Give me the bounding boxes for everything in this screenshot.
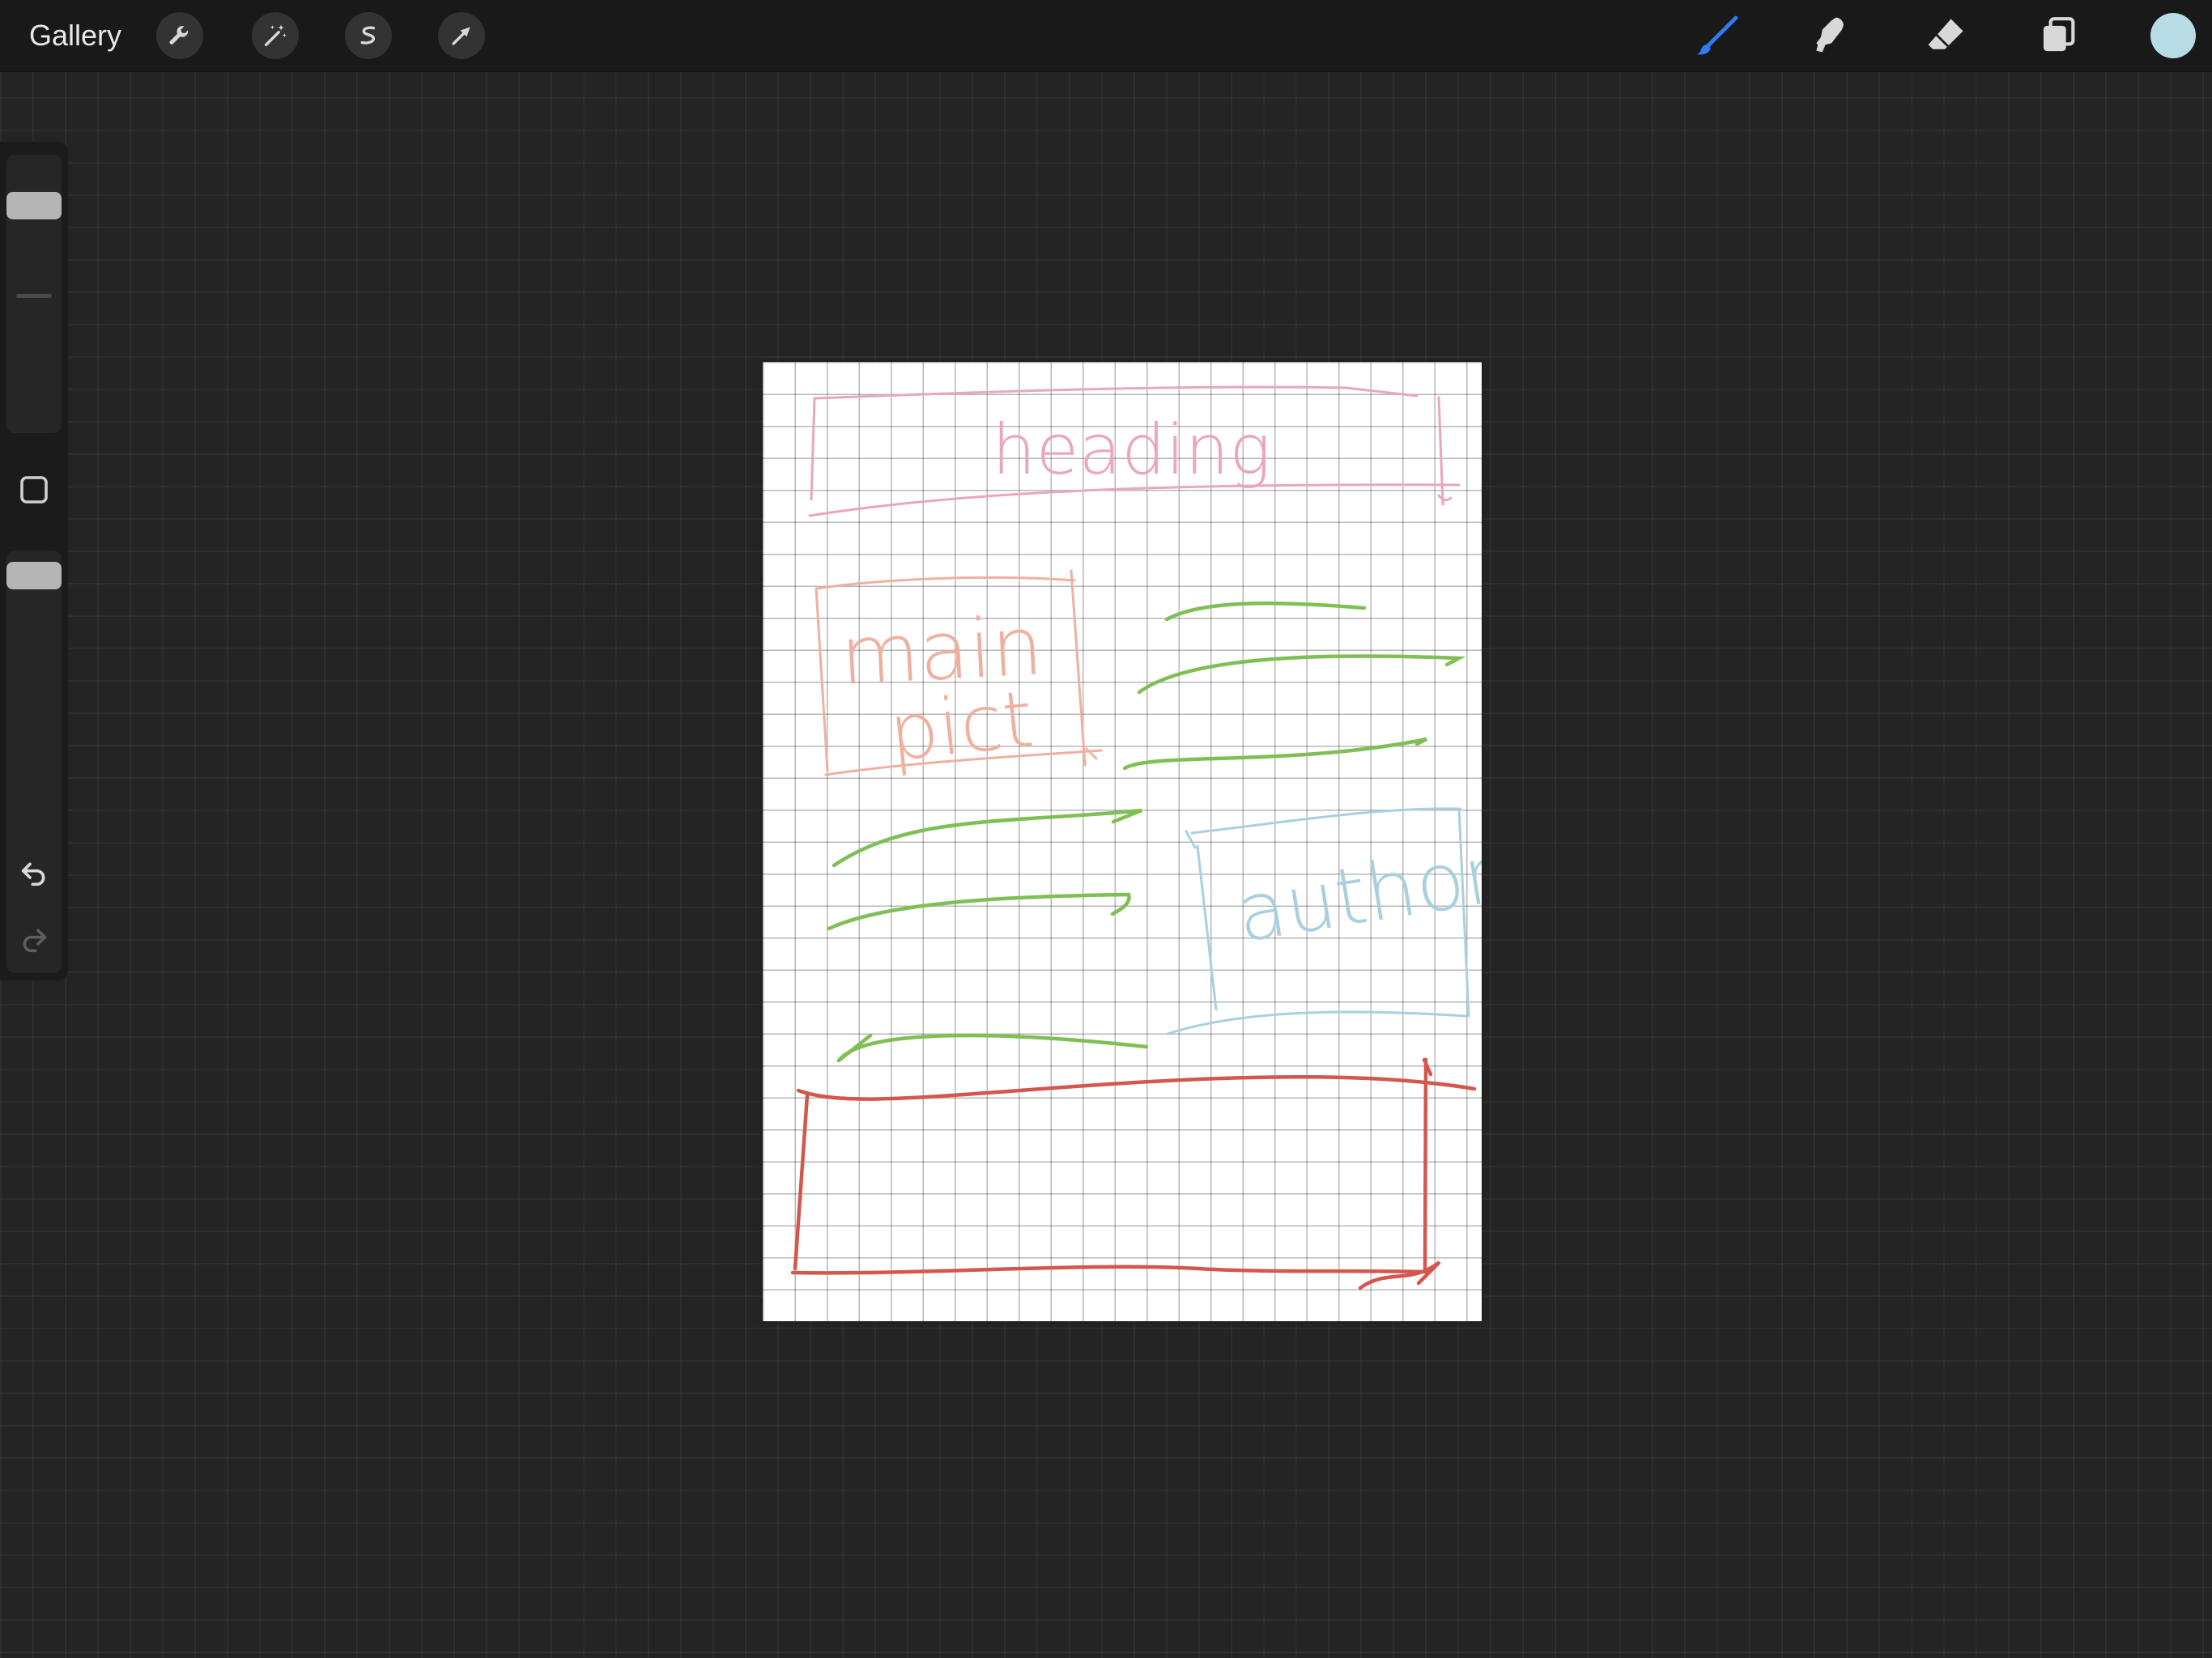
adjustments-button[interactable] (252, 12, 299, 59)
opacity-slider[interactable] (6, 551, 62, 973)
undo-icon (21, 862, 45, 886)
author-sketch-label: author (1231, 828, 1482, 960)
smudge-icon (1816, 17, 1844, 53)
modify-button[interactable] (11, 467, 57, 512)
footer-box-sketch (790, 1057, 1477, 1290)
eraser-tool-button[interactable] (1921, 10, 1972, 62)
redo-icon (23, 929, 47, 953)
left-sidebar (0, 142, 68, 980)
magic-wand-icon (264, 24, 287, 47)
brush-tool-button[interactable] (1692, 10, 1744, 62)
transform-button[interactable] (438, 12, 485, 59)
main-pict-label-line2: pict (885, 674, 1038, 779)
wrench-icon (169, 25, 189, 45)
main-pict-box-sketch (815, 569, 1103, 776)
layers-button[interactable] (2033, 10, 2085, 62)
heading-sketch-label: heading (992, 410, 1271, 491)
main-pict-label-line1: main (838, 598, 1045, 704)
author-box-sketch (1166, 807, 1470, 1035)
redo-button[interactable] (11, 917, 57, 963)
actions-button[interactable] (156, 12, 203, 59)
selection-icon (360, 26, 376, 45)
eraser-icon (1928, 19, 1963, 49)
brush-icon (1697, 15, 1738, 55)
opacity-thumb[interactable] (6, 562, 62, 589)
transform-arrow-icon (452, 27, 470, 45)
drawing-canvas[interactable]: heading main pict aut (763, 362, 1482, 1321)
color-picker-button[interactable] (2150, 13, 2196, 58)
top-toolbar: Gallery (0, 0, 2212, 72)
smudge-tool-button[interactable] (1806, 10, 1857, 62)
text-line-sketches (827, 601, 1466, 1063)
brush-size-slider[interactable] (6, 155, 62, 433)
square-icon (20, 476, 48, 504)
layers-icon (2043, 17, 2075, 52)
gallery-button[interactable]: Gallery (29, 19, 122, 52)
undo-button[interactable] (11, 851, 57, 896)
heading-box-sketch (808, 385, 1461, 517)
brush-size-thumb[interactable] (6, 192, 62, 219)
slider-tick (16, 294, 52, 298)
selection-button[interactable] (345, 12, 392, 59)
sketch-layer: heading main pict aut (790, 385, 1482, 1290)
